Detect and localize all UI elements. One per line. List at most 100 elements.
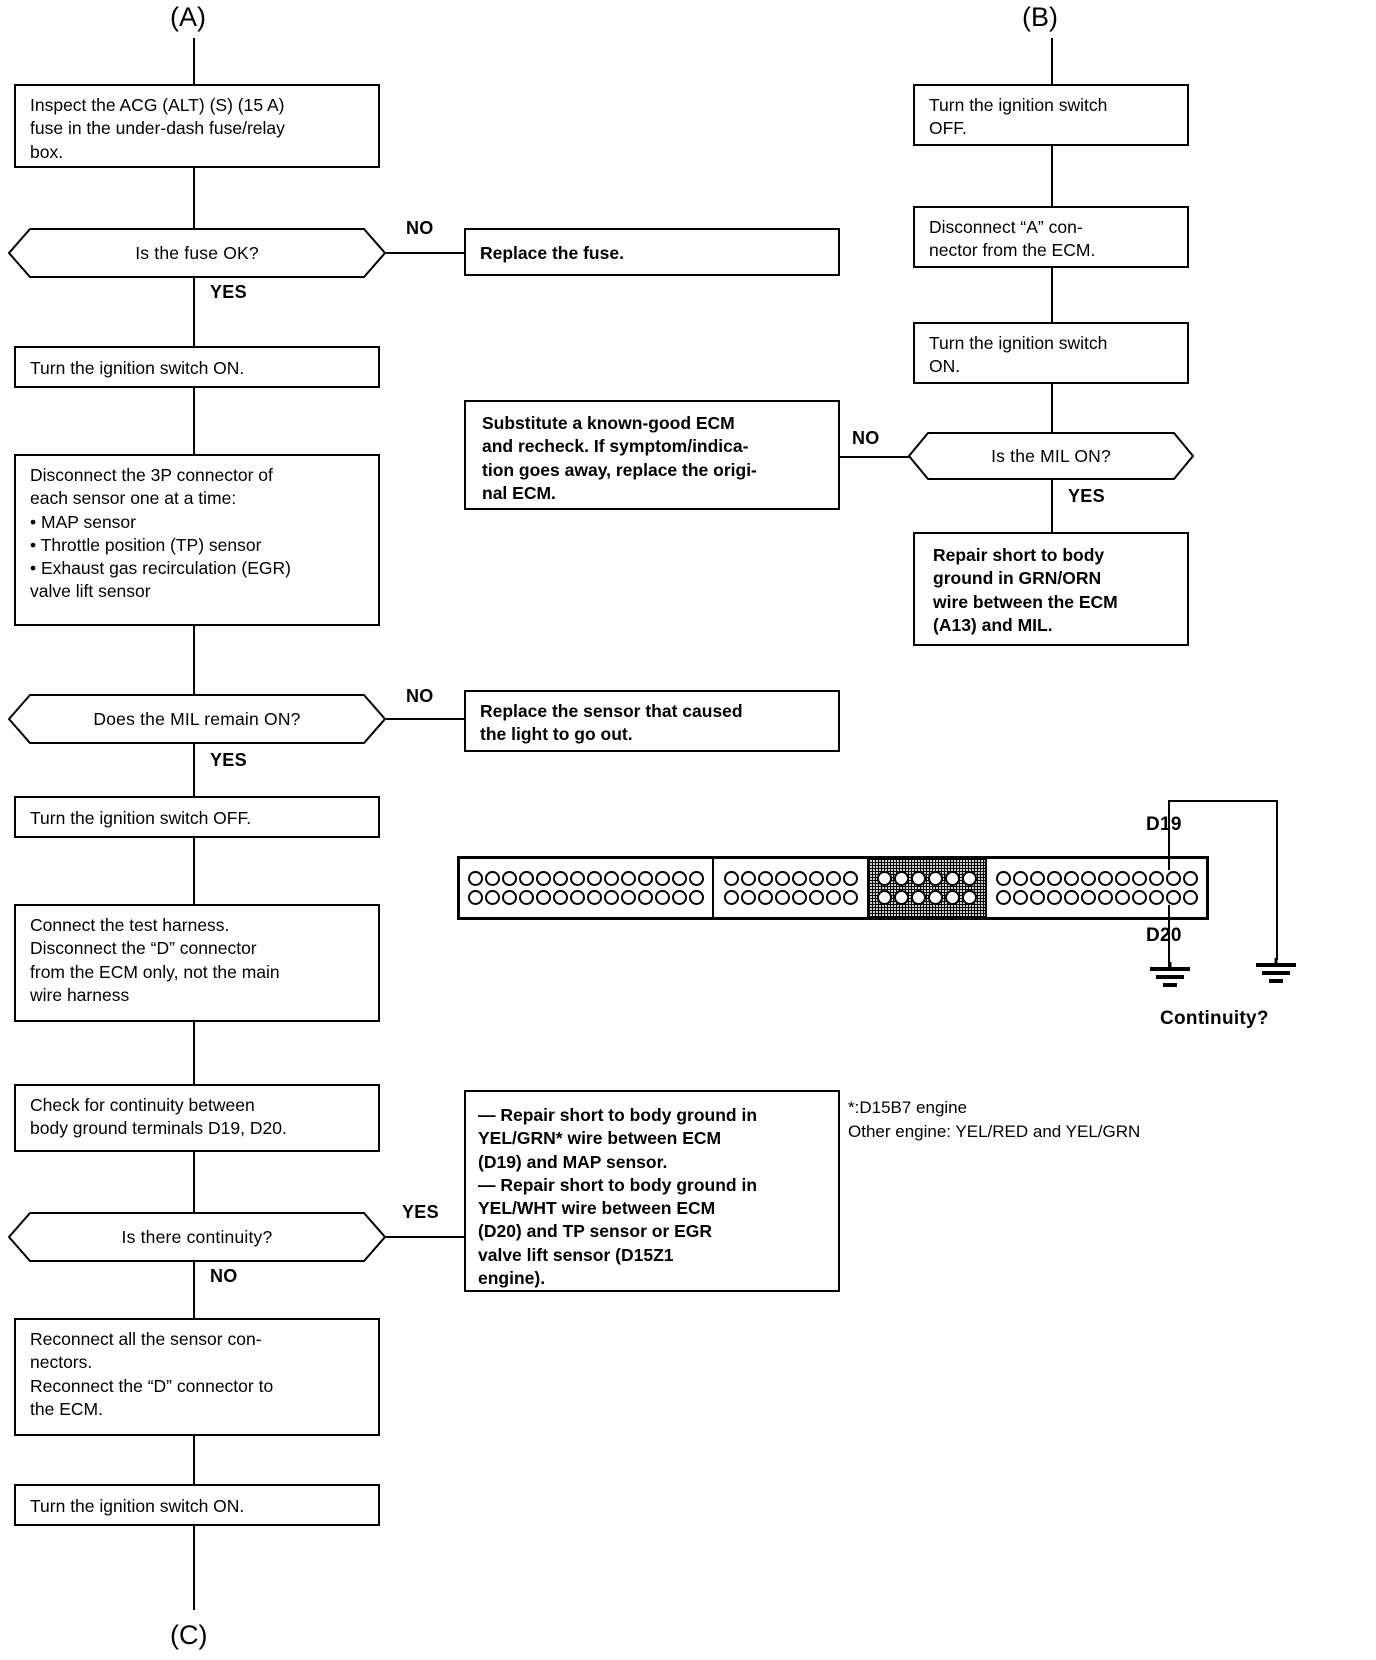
- terminal-label-d19: D19: [1146, 814, 1182, 835]
- pin: [740, 890, 756, 905]
- connector-reconnect-to-ignition: [193, 1436, 195, 1484]
- connector-mil-yes: [193, 744, 195, 796]
- pin: [1182, 871, 1198, 886]
- pin: [502, 871, 518, 886]
- pin: [1046, 871, 1062, 886]
- decision-is-mil-on-label: Is the MIL ON?: [991, 445, 1111, 466]
- step-ignition-on-1: Turn the ignition switch ON.: [14, 346, 380, 388]
- pin: [1012, 890, 1028, 905]
- pin: [536, 890, 552, 905]
- connector-disconnect-a-to-ignition-on: [1051, 268, 1053, 322]
- pin-row-top: [719, 869, 862, 888]
- pin: [995, 871, 1011, 886]
- pin: [604, 890, 620, 905]
- pin: [1063, 890, 1079, 905]
- connector-segment-2: [714, 859, 869, 917]
- branch-mil-on-no-line: [840, 456, 910, 458]
- connector-b-to-ignition-off: [1051, 38, 1053, 84]
- connector-ignition-to-3p: [193, 388, 195, 454]
- ground-symbol-d20: [1142, 962, 1198, 992]
- pin: [893, 871, 909, 886]
- pin-row-bottom: [465, 888, 707, 907]
- pin: [621, 890, 637, 905]
- decision-is-fuse-ok: Is the fuse OK?: [8, 228, 386, 278]
- branch-label-mil-on-yes: YES: [1068, 486, 1105, 506]
- pin: [961, 871, 977, 886]
- pin: [1097, 890, 1113, 905]
- connector-check-to-continuity-decision: [193, 1152, 195, 1212]
- page-ref-b: (B): [1022, 2, 1058, 32]
- pin: [1114, 890, 1130, 905]
- pin: [502, 890, 518, 905]
- pin-row-bottom: [874, 888, 980, 907]
- connector-harness-to-check: [193, 1022, 195, 1084]
- continuity-measurement-label: Continuity?: [1160, 1008, 1269, 1029]
- pin: [1148, 871, 1164, 886]
- lead-d19-horizontal: [1168, 800, 1278, 802]
- pin: [944, 871, 960, 886]
- result-repair-grn-orn: Repair short to body ground in GRN/ORN w…: [913, 532, 1189, 646]
- pin: [621, 871, 637, 886]
- pin: [1080, 890, 1096, 905]
- ground-symbol-right: [1248, 958, 1304, 988]
- pin: [961, 890, 977, 905]
- pin-d20: [1165, 890, 1181, 905]
- lead-d20-vertical: [1168, 905, 1170, 967]
- decision-is-there-continuity-label: Is there continuity?: [121, 1226, 273, 1247]
- connector-inspect-to-fuse-decision: [193, 168, 195, 228]
- pin: [1029, 890, 1045, 905]
- pin: [553, 890, 569, 905]
- pin: [791, 890, 807, 905]
- pin: [1012, 871, 1028, 886]
- pin: [672, 871, 688, 886]
- pin: [774, 890, 790, 905]
- pin: [604, 871, 620, 886]
- pin: [519, 871, 535, 886]
- pin: [672, 890, 688, 905]
- pin: [519, 890, 535, 905]
- lead-right-vertical: [1276, 800, 1278, 960]
- result-repair-shorts: — Repair short to body ground in YEL/GRN…: [464, 1090, 840, 1292]
- pin-row-bottom: [992, 888, 1201, 907]
- pin: [1182, 890, 1198, 905]
- connector-ignition-off-to-harness: [193, 838, 195, 904]
- step-ignition-off-right: Turn the ignition switch OFF.: [913, 84, 1189, 146]
- pin: [468, 890, 484, 905]
- connector-segment-1: [460, 859, 715, 917]
- page-ref-c: (C): [170, 1620, 208, 1650]
- step-connect-test-harness: Connect the test harness. Disconnect the…: [14, 904, 380, 1022]
- connector-to-page-ref-c: [193, 1526, 195, 1610]
- step-disconnect-a-connector: Disconnect “A” con- nector from the ECM.: [913, 206, 1189, 268]
- step-ignition-off-left: Turn the ignition switch OFF.: [14, 796, 380, 838]
- pin: [1114, 871, 1130, 886]
- connector-ignition-on-to-mil-decision: [1051, 384, 1053, 432]
- pin: [689, 871, 705, 886]
- pin: [723, 871, 739, 886]
- pin: [808, 890, 824, 905]
- connector-segment-3-shaded: [869, 859, 987, 917]
- step-inspect-fuse: Inspect the ACG (ALT) (S) (15 A) fuse in…: [14, 84, 380, 168]
- pin: [570, 871, 586, 886]
- pin: [893, 890, 909, 905]
- pin: [774, 871, 790, 886]
- pin: [587, 890, 603, 905]
- pin-row-bottom: [719, 888, 862, 907]
- connector-fuse-yes: [193, 278, 195, 346]
- pin: [740, 871, 756, 886]
- result-replace-sensor: Replace the sensor that caused the light…: [464, 690, 840, 752]
- pin: [1080, 871, 1096, 886]
- pin-row-top: [465, 869, 707, 888]
- engine-footnote: *:D15B7 engine Other engine: YEL/RED and…: [848, 1098, 1141, 1141]
- connector-3p-to-mil-decision: [193, 626, 195, 694]
- connector-segment-4: [987, 859, 1206, 917]
- pin: [655, 871, 671, 886]
- lead-d19-vertical: [1168, 800, 1170, 870]
- pin: [1097, 871, 1113, 886]
- decision-is-mil-on: Is the MIL ON?: [908, 432, 1194, 480]
- step-check-continuity: Check for continuity between body ground…: [14, 1084, 380, 1152]
- pin: [1046, 890, 1062, 905]
- pin: [1063, 871, 1079, 886]
- pin: [638, 890, 654, 905]
- pin: [485, 890, 501, 905]
- pin: [689, 890, 705, 905]
